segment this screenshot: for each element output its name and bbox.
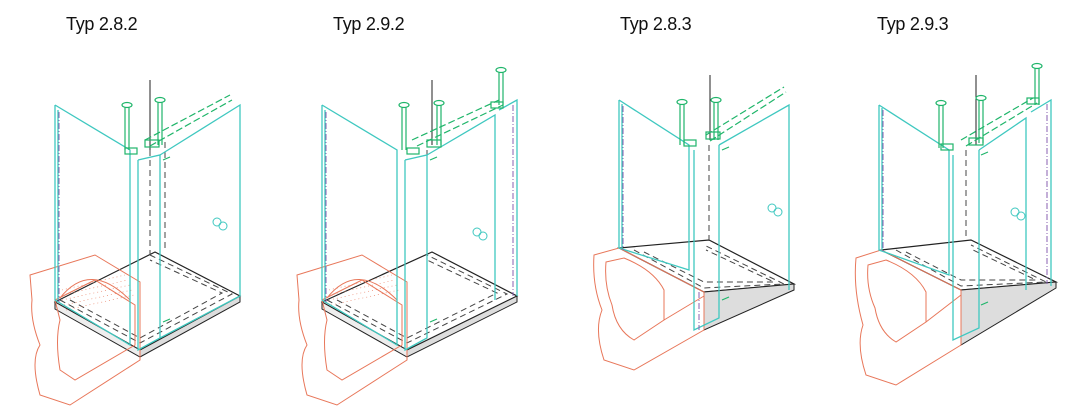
fitting-hardware (398, 66, 507, 323)
shower-panel-typ-293: Typ 2.9.3 (801, 0, 1068, 412)
glass-panels (54, 103, 241, 352)
door-handle-icon (1010, 207, 1026, 221)
panel-title: Typ 2.8.3 (620, 14, 692, 34)
shower-panel-typ-283: Typ 2.8.3 (534, 0, 801, 412)
shower-tray (320, 251, 519, 358)
door-handle-icon (767, 203, 783, 217)
hidden-edges (633, 145, 785, 289)
bathtub (854, 249, 962, 386)
hidden-edges (59, 142, 234, 344)
panel-title: Typ 2.8.2 (66, 14, 138, 34)
panel-title: Typ 2.9.2 (333, 14, 405, 34)
door-handle-icon (472, 227, 488, 241)
bathtub (593, 247, 705, 371)
shower-drawing (854, 62, 1059, 386)
shower-drawing (296, 66, 519, 406)
shower-panel-typ-282: Typ 2.8.2 (0, 0, 267, 412)
panel-title: Typ 2.9.3 (877, 14, 949, 34)
bathtub (296, 254, 408, 406)
shower-panel-typ-292: Typ 2.9.2 (267, 0, 534, 412)
hidden-edges (895, 150, 1047, 287)
fitting-hardware (676, 75, 787, 301)
glass-panels (878, 98, 1052, 342)
glass-panels (321, 98, 518, 352)
fitting-hardware (935, 62, 1043, 306)
shower-drawing (593, 75, 797, 371)
door-handle-icon (212, 217, 228, 231)
bathtub (29, 254, 141, 406)
glass-panels (618, 99, 790, 332)
fitting-hardware (121, 80, 233, 323)
shower-drawing (29, 80, 242, 406)
